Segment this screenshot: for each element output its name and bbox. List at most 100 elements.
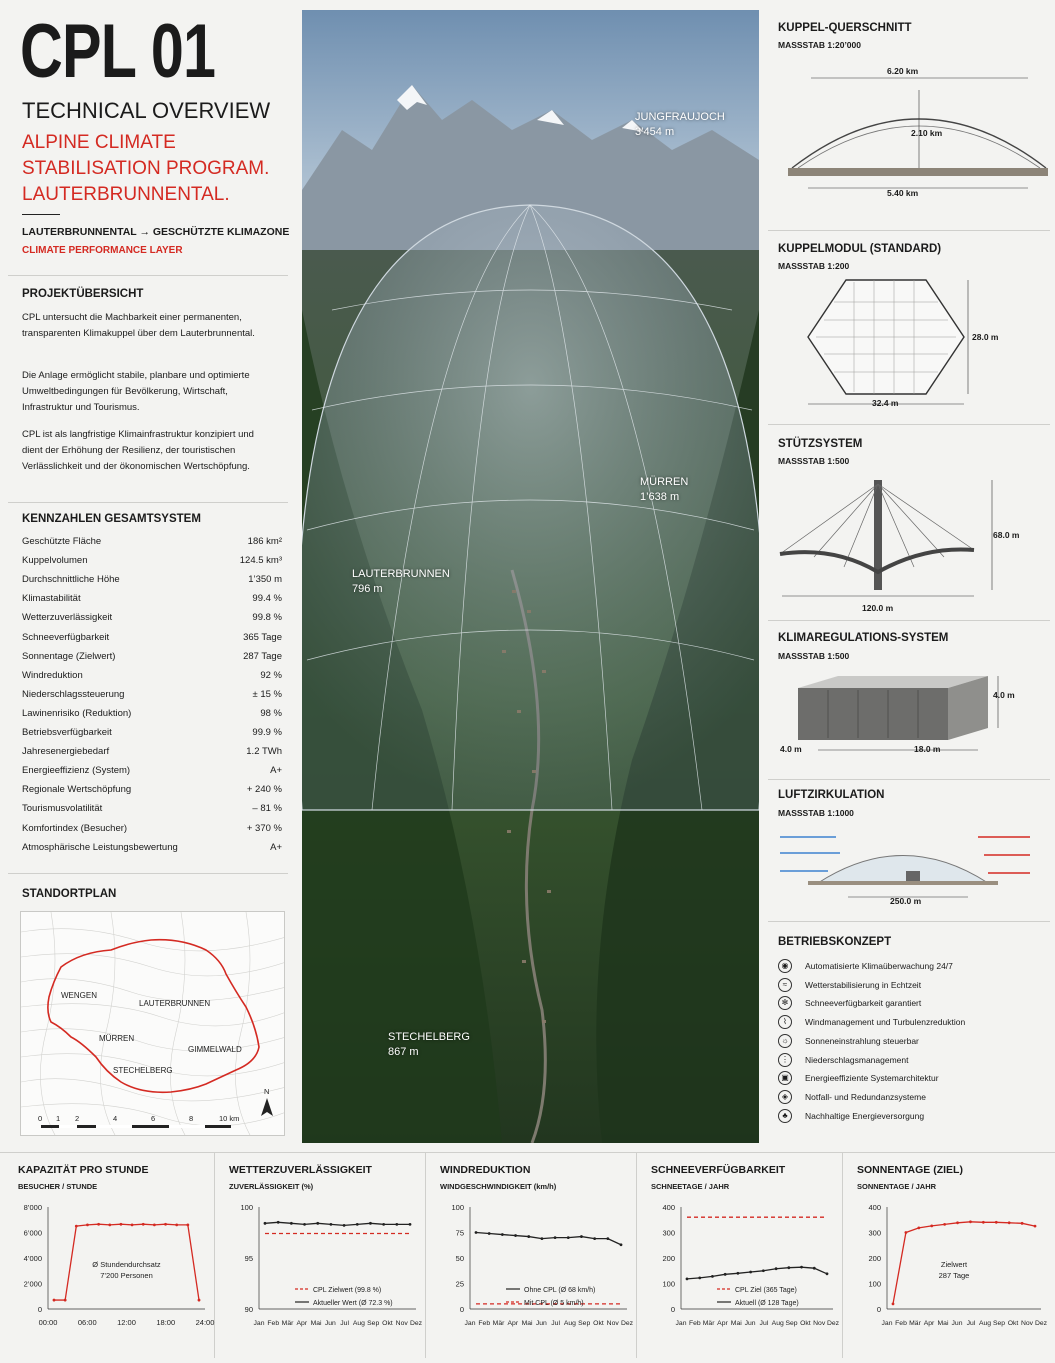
leaf-icon: ♣ <box>778 1108 792 1123</box>
series-line <box>475 1231 622 1246</box>
legend-label: CPL Zielwert (99.8 %) <box>313 1287 381 1294</box>
x-tick-label: Nov <box>1021 1320 1034 1327</box>
x-tick-label: Jan <box>882 1320 893 1327</box>
data-point <box>141 1222 145 1226</box>
data-point <box>527 1235 531 1238</box>
data-point <box>1007 1221 1011 1225</box>
data-point <box>787 1266 791 1270</box>
x-tick-label: Okt <box>1008 1320 1019 1327</box>
legend-label: Aktueller Wert (Ø 72.3 %) <box>313 1300 393 1307</box>
data-point <box>619 1243 623 1247</box>
y-tick-label: 4’000 <box>24 1254 42 1263</box>
x-tick-label: Dez <box>621 1320 634 1327</box>
data-point <box>74 1224 78 1228</box>
kennzahl-value: 99.4 % <box>252 593 282 605</box>
betrieb-item: ≈Wetterstabilisierung in Echtzeit <box>778 977 921 992</box>
x-tick-label: Dez <box>827 1320 840 1327</box>
overview-paragraph: CPL untersucht die Machbarkeit einer per… <box>22 312 255 339</box>
kennzahl-value: 99.8 % <box>252 612 282 624</box>
place-stechelberg: STECHELBERG 867 m <box>388 1030 470 1060</box>
place-elevation: 796 m <box>352 583 383 595</box>
data-point <box>812 1266 816 1270</box>
data-point <box>736 1271 740 1275</box>
chart-subtitle: BESUCHER / STUNDE <box>18 1182 98 1191</box>
x-tick-label: Jan <box>254 1320 265 1327</box>
kennzahl-row: Niederschlagssteuerung± 15 % <box>22 689 282 700</box>
kennzahl-label: Jahresenergiebedarf <box>22 746 110 758</box>
betrieb-item: ☼Sonneneinstrahlung steuerbar <box>778 1033 919 1048</box>
bottom-charts: KAPAZITÄT PRO STUNDE BESUCHER / STUNDE 0… <box>0 1152 1055 1363</box>
x-tick-label: Jun <box>952 1320 963 1327</box>
kennzahl-value: 1.2 TWh <box>246 746 282 758</box>
chart-title: WETTERZUVERLÄSSIGKEIT <box>229 1164 372 1176</box>
data-point <box>981 1220 985 1224</box>
chip-icon: ▣ <box>778 1071 792 1086</box>
data-point <box>800 1265 803 1269</box>
place-jungfraujoch: JUNGFRAUJOCH 3’454 m <box>635 110 725 140</box>
scale-tick: 2 <box>75 1114 79 1123</box>
x-tick-label: 24:00 <box>196 1318 215 1327</box>
data-point <box>1033 1224 1037 1228</box>
route-sublabel: CLIMATE PERFORMANCE LAYER <box>22 245 183 256</box>
site-map-graphic: WENGEN LAUTERBRUNNEN MÜRREN GIMMELWALD S… <box>21 912 284 1135</box>
betrieb-item: ♣Nachhaltige Energieversorgung <box>778 1108 924 1123</box>
x-tick-label: Mai <box>522 1320 533 1327</box>
betrieb-item: ⋮Niederschlagsmanagement <box>778 1052 908 1067</box>
x-tick-label: Sep <box>993 1320 1005 1327</box>
kennzahl-label: Wetterzuverlässigkeit <box>22 612 113 624</box>
kennzahl-label: Niederschlagssteuerung <box>22 688 125 700</box>
chart-kapazitaet: KAPAZITÄT PRO STUNDE BESUCHER / STUNDE 0… <box>4 1153 215 1358</box>
divider <box>8 873 288 874</box>
x-tick-label: 18:00 <box>156 1318 175 1327</box>
kennzahl-label: Lawinenrisiko (Reduktion) <box>22 707 132 719</box>
x-tick-label: Okt <box>800 1320 811 1327</box>
x-tick-label: Aug <box>772 1320 784 1327</box>
y-tick-label: 0 <box>671 1305 675 1314</box>
data-point <box>698 1276 702 1280</box>
page-title: CPL 01 <box>20 9 216 94</box>
stuetz-title: STÜTZSYSTEM <box>778 438 863 450</box>
data-point <box>994 1220 998 1224</box>
y-tick-label: 400 <box>868 1203 881 1212</box>
kennzahl-value: 287 Tage <box>243 650 282 662</box>
data-point <box>130 1223 134 1227</box>
chart-annotation: 287 Tage <box>939 1271 970 1280</box>
luft-scale: MASSSTAB 1:1000 <box>778 808 854 818</box>
hex-module-drawing <box>807 279 969 405</box>
scale-tick: 1 <box>56 1114 60 1123</box>
x-tick-label: Nov <box>813 1320 826 1327</box>
betrieb-item-label: Automatisierte Klimaüberwachung 24/7 <box>805 961 953 971</box>
dim-circulation-width: 250.0 m <box>890 896 922 906</box>
data-point <box>711 1274 714 1278</box>
data-point <box>86 1223 89 1227</box>
data-point <box>408 1222 412 1226</box>
north-label: N <box>264 1087 269 1096</box>
x-tick-label: Feb <box>478 1320 490 1327</box>
kennzahl-value: 1’350 m <box>248 574 282 586</box>
y-tick-label: 300 <box>662 1229 675 1238</box>
y-tick-label: 50 <box>456 1254 464 1263</box>
kennzahl-value: 98 % <box>260 707 282 719</box>
series-line <box>892 1221 1036 1305</box>
legend-label: CPL Ziel (365 Tage) <box>735 1287 797 1294</box>
kennzahl-value: A+ <box>270 841 282 853</box>
divider <box>8 275 288 276</box>
kennzahl-label: Windreduktion <box>22 669 83 681</box>
x-tick-label: Mär <box>282 1320 294 1327</box>
y-tick-label: 100 <box>662 1280 675 1289</box>
data-point <box>566 1236 570 1239</box>
place-name: MÜRREN <box>640 476 689 488</box>
dim-unit-depth: 4.0 m <box>780 744 802 754</box>
data-point <box>580 1235 583 1238</box>
x-tick-label: Apr <box>508 1320 519 1327</box>
x-tick-label: Nov <box>396 1320 409 1327</box>
divider <box>768 424 1050 425</box>
series-line <box>686 1266 828 1280</box>
kennzahl-label: Kuppelvolumen <box>22 555 88 567</box>
sun-icon: ☼ <box>778 1033 792 1048</box>
north-arrow-icon: N <box>261 1087 273 1116</box>
y-tick-label: 0 <box>877 1305 881 1314</box>
